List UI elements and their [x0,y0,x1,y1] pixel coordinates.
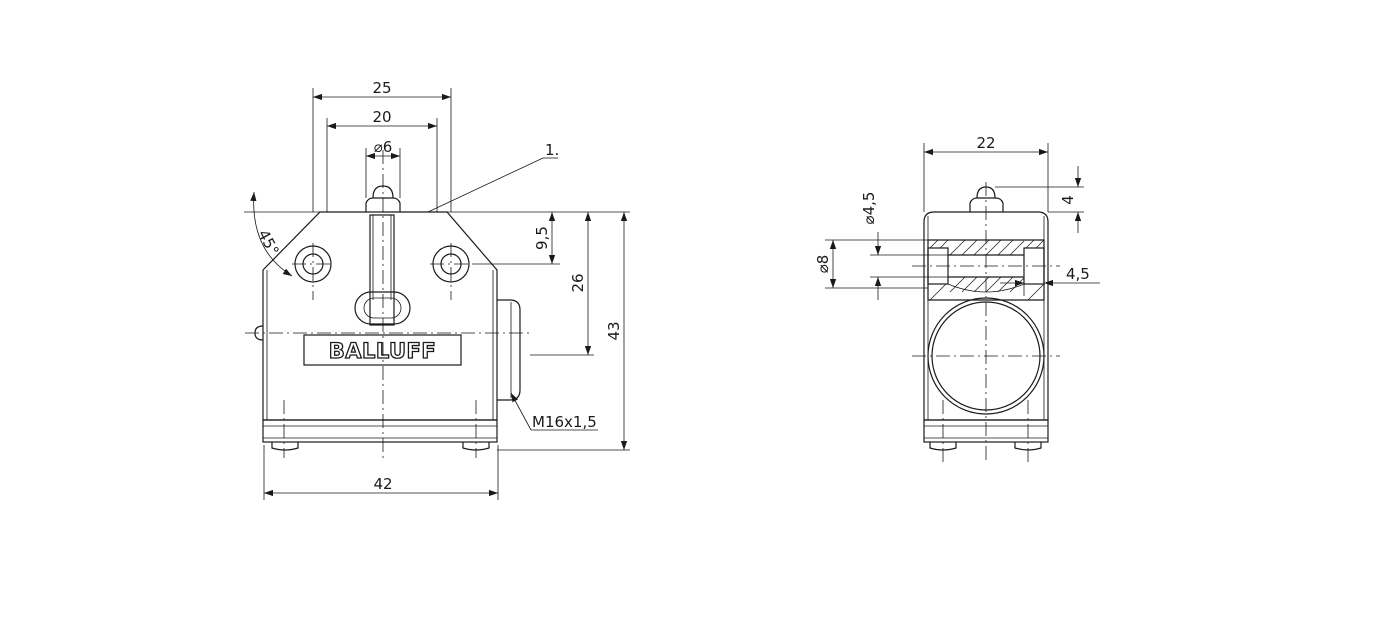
brand-logo: BALLUFF [329,339,437,363]
dim-width-inner: 20 [372,108,391,126]
side-dim-counterbore-dia: ⌀8 [814,255,832,274]
callout-label: 1. [545,141,559,159]
side-dim-plunger-height: 4 [1059,195,1077,205]
oval-boss [354,291,411,325]
foot-left [271,442,299,451]
side-plunger [969,197,1004,212]
base-plate [262,419,498,443]
dim-thread: M16x1,5 [532,413,597,431]
dim-width-top: 25 [372,79,391,97]
side-dim-depth: 4,5 [1066,265,1090,283]
hole-section [927,239,1045,301]
front-view: BALLUFF 25 20 ⌀6 1. 45° [244,79,630,500]
dim-plunger-dia: ⌀6 [374,138,393,156]
dim-height-total: 43 [605,321,623,340]
side-housing-outline [923,211,1049,421]
side-dim-width: 22 [976,134,995,152]
side-view: 22 4 ⌀4,5 ⌀8 4,5 [814,134,1100,462]
dim-hole-offset: 9,5 [533,226,551,250]
dim-width-base: 42 [373,475,392,493]
logo-plate [303,334,462,366]
cable-gland [497,299,521,401]
housing-outline [262,211,498,421]
plunger-slot [369,214,395,326]
dim-height-mid: 26 [569,273,587,292]
side-dim-hole-dia: ⌀4,5 [860,192,878,225]
